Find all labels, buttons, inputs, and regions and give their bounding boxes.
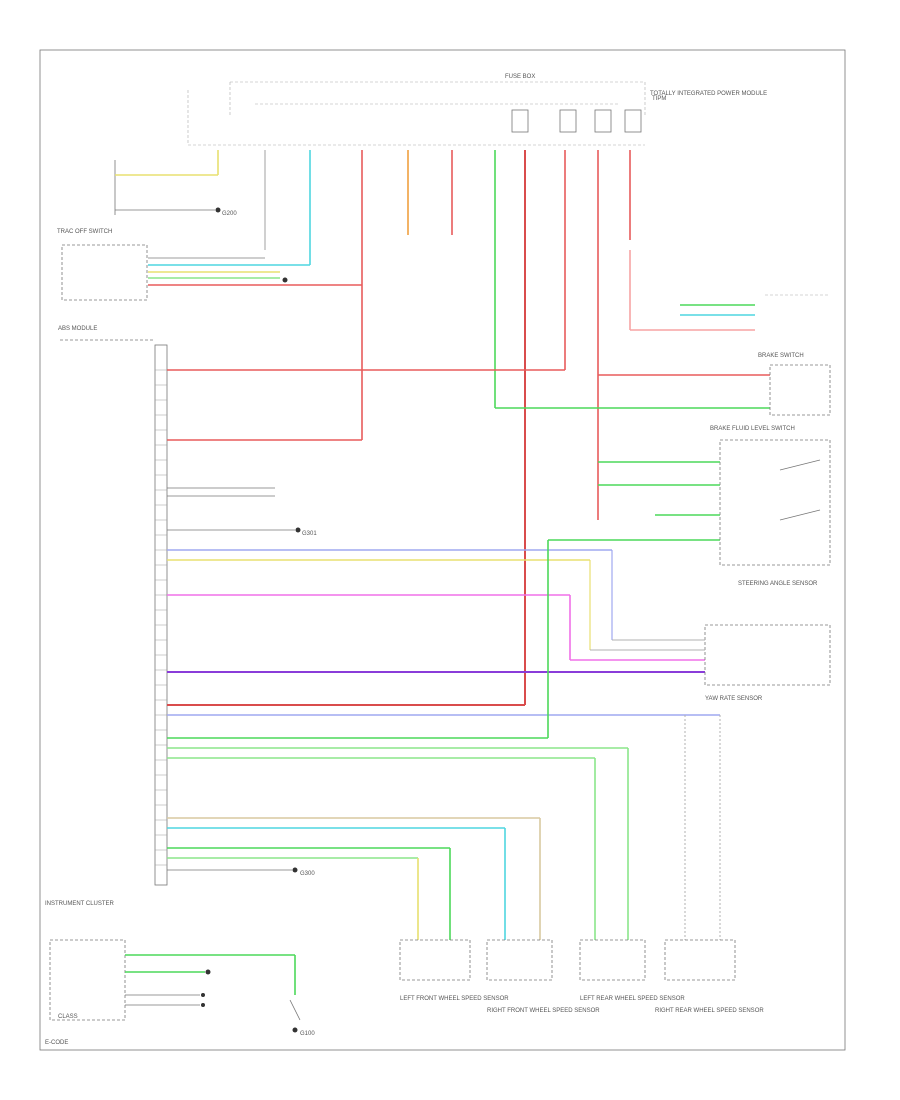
fuse-1 [511, 109, 529, 133]
fuse-box: TOTALLY INTEGRATED POWER MODULE FUSE BOX [187, 74, 767, 146]
tipm-label: TIPM [652, 96, 666, 102]
abs-module [60, 339, 168, 886]
brake-switch-box [769, 364, 831, 416]
abs-wires [167, 360, 721, 940]
abs-module-label: ABS MODULE [58, 326, 97, 332]
steering-sensor-box [719, 439, 831, 566]
wheel-sensors [399, 939, 736, 981]
ground-label-3: G300 [300, 871, 315, 877]
top-bus-label: FUSE BOX [505, 74, 535, 80]
ground-icon [205, 969, 211, 975]
ground-icon [292, 867, 298, 873]
wheel-sensor-lf [399, 939, 471, 981]
wheel-rf-label: RIGHT FRONT WHEEL SPEED SENSOR [487, 1008, 600, 1014]
yaw-rate-sensor-box [704, 624, 831, 686]
trac-off-switch-label: TRAC OFF SWITCH [57, 229, 112, 235]
wheel-sensor-rr [664, 939, 736, 981]
brake-switch-label: BRAKE SWITCH [758, 353, 804, 359]
brake-fluid-level-label: BRAKE FLUID LEVEL SWITCH [710, 426, 795, 432]
footer-label: E-CODE [45, 1040, 68, 1046]
ground-icon [292, 1027, 298, 1033]
ground-label-4: G100 [300, 1031, 315, 1037]
cluster-box [49, 939, 126, 1021]
ground-icon [295, 527, 301, 533]
ground-label-1: G200 [222, 211, 237, 217]
wheel-sensor-rf [486, 939, 553, 981]
ground-icon [215, 207, 221, 213]
diagram-border [39, 49, 846, 1051]
fuse-4 [624, 109, 642, 133]
cluster [49, 939, 301, 1033]
wheel-lf-label: LEFT FRONT WHEEL SPEED SENSOR [400, 996, 509, 1002]
wheel-lr-label: LEFT REAR WHEEL SPEED SENSOR [580, 996, 685, 1002]
top-wires [217, 150, 631, 705]
corner-label: CLASS [58, 1014, 78, 1020]
right-side-modules [495, 294, 831, 566]
splice-icon [282, 277, 288, 283]
trac-off-switch-box [61, 244, 148, 301]
wheel-sensor-lr [579, 939, 646, 981]
switch-contact-2 [779, 509, 821, 521]
yaw-rate-sensor [589, 550, 831, 686]
yaw-rate-sensor-label: YAW RATE SENSOR [705, 696, 763, 702]
cluster-label: INSTRUMENT CLUSTER [45, 901, 115, 907]
top-left-connector [114, 160, 221, 215]
ground-label-2: G301 [302, 531, 317, 537]
switch-contact-3 [289, 999, 301, 1021]
abs-module-connector [154, 344, 168, 886]
steering-angle-sensor-label: STEERING ANGLE SENSOR [738, 581, 818, 587]
splice-icon [201, 993, 205, 997]
abs-pins [155, 369, 167, 866]
switch-contact-1 [779, 459, 821, 471]
splice-icon [201, 1003, 205, 1007]
fuse-2 [559, 109, 577, 133]
wheel-rr-label: RIGHT REAR WHEEL SPEED SENSOR [655, 1008, 764, 1014]
fuse-box-label: TOTALLY INTEGRATED POWER MODULE [650, 91, 767, 97]
trac-off-switch [61, 244, 362, 301]
fuse-3 [594, 109, 612, 133]
